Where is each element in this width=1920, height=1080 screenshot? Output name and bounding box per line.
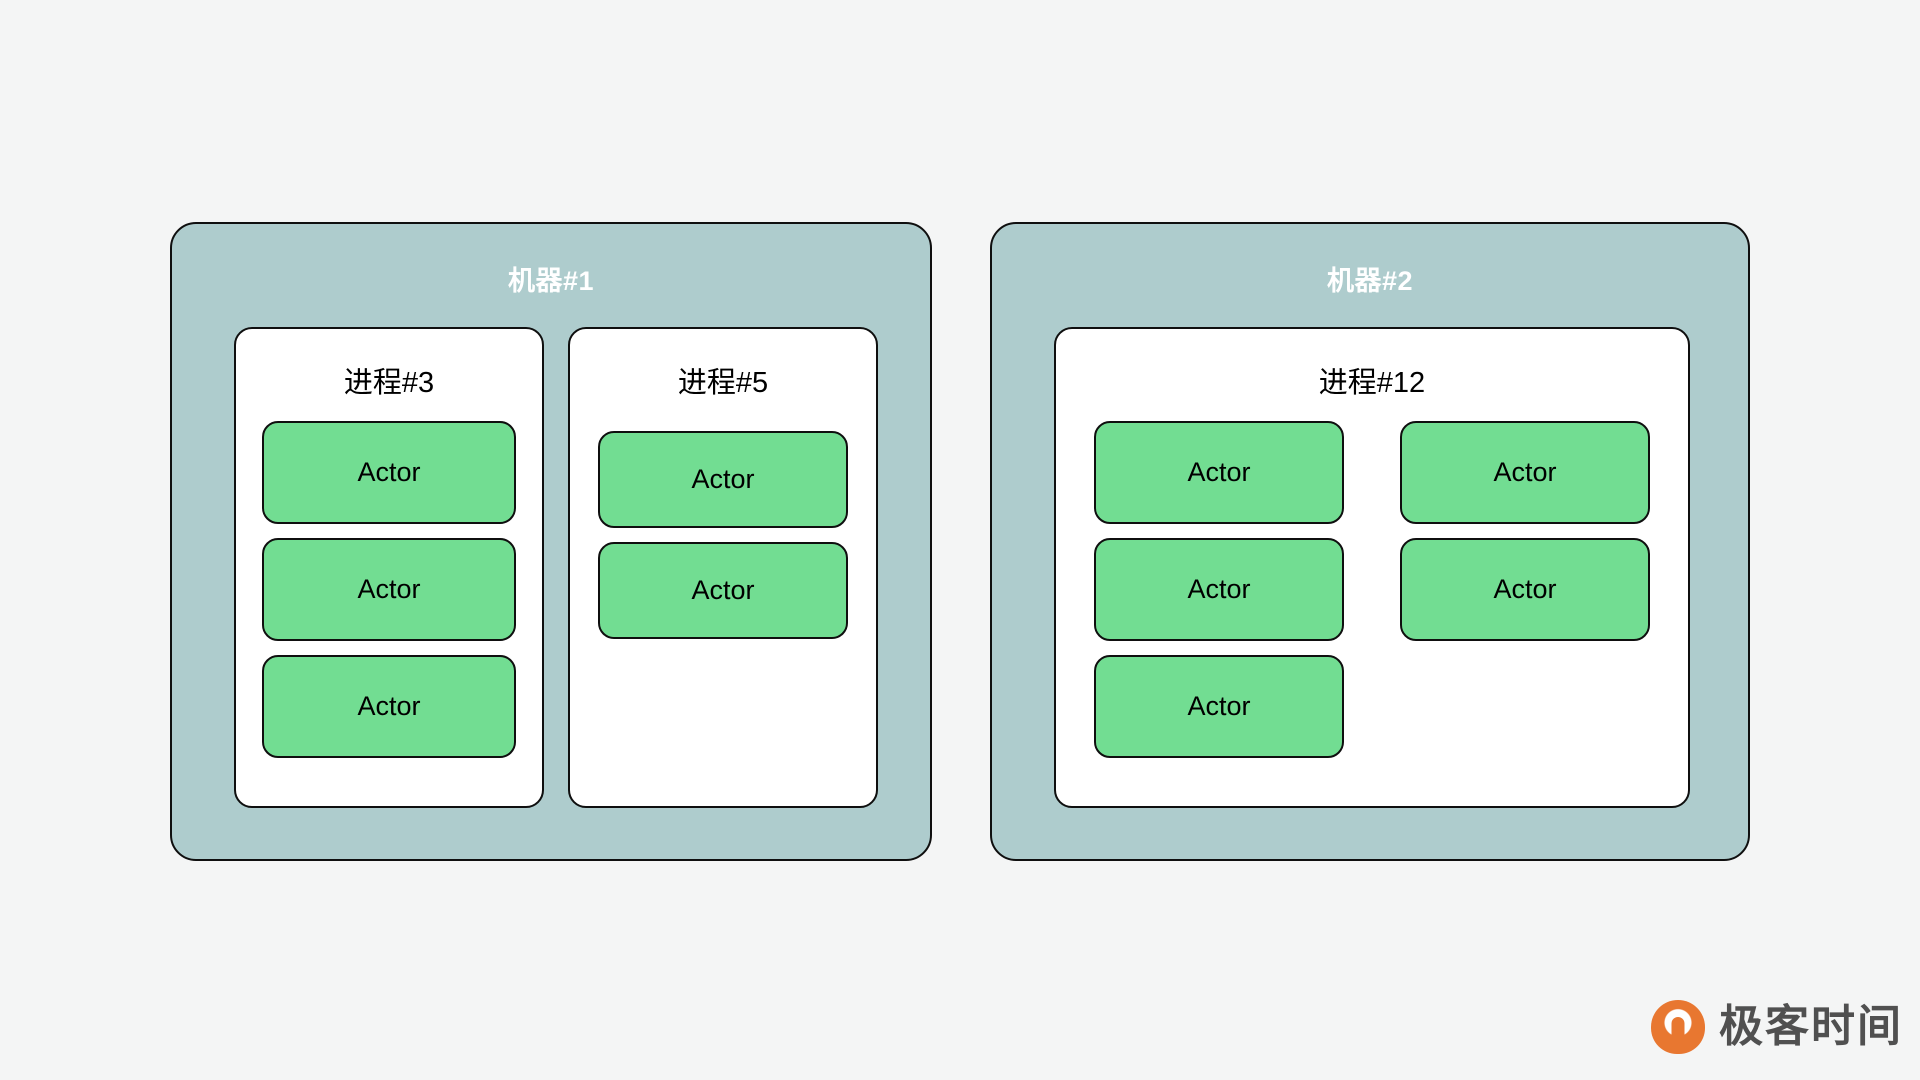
actor-box: Actor	[262, 538, 516, 641]
process-label-5: 进程#5	[677, 367, 769, 399]
watermark-text: 极客时间	[1719, 1002, 1903, 1051]
actor-box: Actor	[1094, 538, 1344, 641]
machine-container-2: 机器#2 进程#12 Actor Actor Actor Actor Actor	[990, 222, 1750, 861]
geektime-logo-icon	[1651, 1000, 1705, 1054]
machine-label-2: 机器#2	[1326, 266, 1414, 296]
process-12-column-left: Actor Actor Actor	[1094, 421, 1344, 758]
process-12-actor-grid: Actor Actor Actor Actor Actor	[1056, 421, 1688, 758]
actor-box: Actor	[598, 431, 848, 528]
process-box-5: 进程#5 Actor Actor	[568, 327, 878, 808]
actor-box: Actor	[262, 421, 516, 524]
process-5-actor-list: Actor Actor	[570, 431, 876, 639]
machine-container-1: 机器#1 进程#3 Actor Actor Actor 进程#5 Actor A…	[170, 222, 932, 861]
process-label-12: 进程#12	[1318, 367, 1426, 399]
actor-box: Actor	[598, 542, 848, 639]
process-12-column-right: Actor Actor	[1400, 421, 1650, 758]
actor-box: Actor	[1094, 655, 1344, 758]
actor-box: Actor	[1400, 538, 1650, 641]
actor-box: Actor	[262, 655, 516, 758]
watermark: 极客时间	[1651, 1000, 1903, 1054]
process-box-3: 进程#3 Actor Actor Actor	[234, 327, 544, 808]
machine-label-1: 机器#1	[507, 266, 595, 296]
process-3-actor-list: Actor Actor Actor	[236, 421, 542, 758]
actor-box: Actor	[1400, 421, 1650, 524]
actor-box: Actor	[1094, 421, 1344, 524]
process-box-12: 进程#12 Actor Actor Actor Actor Actor	[1054, 327, 1690, 808]
process-label-3: 进程#3	[343, 367, 435, 399]
